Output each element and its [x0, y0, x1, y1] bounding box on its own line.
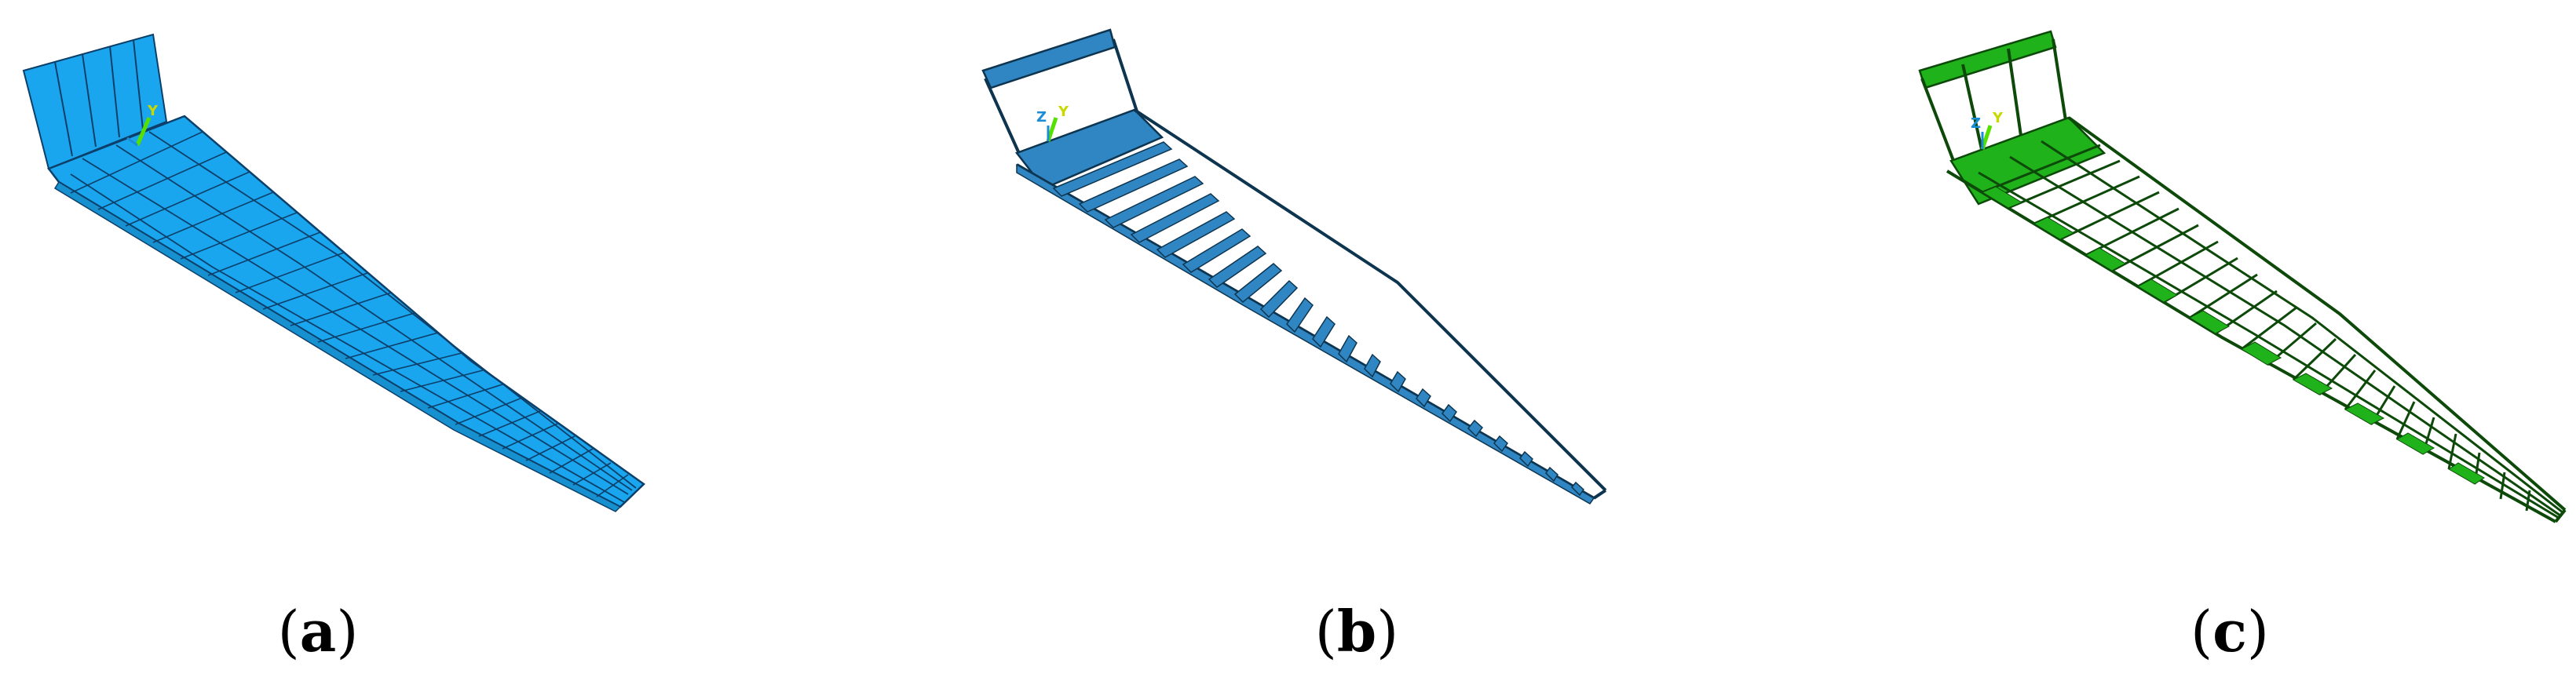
panel-c: Z Y (c): [1712, 0, 2576, 692]
wing-ribs: [1982, 144, 2531, 512]
leading-spar: [1016, 163, 1595, 504]
root-top-bar: [981, 28, 1116, 89]
root-side-frame: [984, 38, 1140, 158]
caption-b: (b): [1314, 598, 1399, 665]
coordinate-axes-c: Z Y: [1971, 110, 2004, 150]
panel-a: Y (a): [0, 0, 856, 692]
panel-b: Z Y (b): [856, 0, 1712, 692]
wing-ribs: [1052, 141, 1584, 497]
wing-spars: [1978, 140, 2563, 519]
axis-y-label-c: Y: [1992, 110, 2004, 126]
axis-z-label-c: Z: [1971, 115, 1981, 132]
root-frame: [1920, 38, 2068, 166]
caption-c: (c): [2190, 598, 2270, 665]
root-top-bar: [1918, 30, 2057, 89]
axis-z-label-b: Z: [1036, 109, 1047, 126]
axis-y-label-b: Y: [1058, 104, 1069, 120]
root-panel-mesh: [54, 39, 144, 157]
coordinate-axes-b: Z Y: [1036, 104, 1069, 142]
wing-solid-mesh-a: Y: [22, 33, 645, 512]
wing-bays: [1981, 186, 2485, 485]
caption-a: (a): [277, 598, 359, 665]
wing-chordwise-mesh: [70, 131, 629, 497]
coordinate-axes-a: Y: [126, 103, 159, 147]
wing-skeleton-b: Z Y: [981, 28, 1607, 504]
wing-leading-edge: [53, 180, 622, 512]
root-rib-block: [1949, 116, 2106, 206]
wing-grid-c: Z Y: [1918, 30, 2567, 523]
axis-y-label-a: Y: [147, 103, 159, 119]
